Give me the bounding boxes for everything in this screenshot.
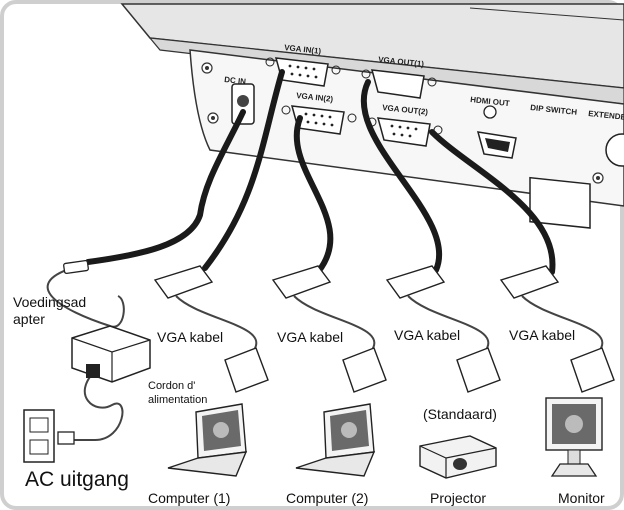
vga-cable-1-upper: [202, 69, 285, 271]
vga-cable-label: VGA kabel: [509, 327, 576, 343]
standard-label: (Standaard): [423, 406, 497, 422]
ac-outlet: [23, 409, 75, 463]
power-adapter-label-line2: apter: [13, 311, 45, 327]
vga-cable-label: VGA kabel: [394, 327, 461, 343]
power-cable: [85, 109, 246, 265]
device-label-monitor: Monitor: [558, 490, 605, 506]
port-label-extender: EXTENDE: [588, 109, 624, 122]
device-label-computer-1: Computer (1): [148, 490, 231, 506]
port-label-hdmi-out: HDMI OUT: [470, 95, 510, 108]
vga-cable-4-upper: [429, 129, 556, 275]
power-cord-label-line2: alimentation: [148, 394, 208, 406]
vga-cable-label: VGA kabel: [277, 329, 344, 345]
dip-switch: [529, 176, 591, 229]
power-adapter-label-line1: Voedingsad: [13, 294, 87, 310]
laptop-2-icon: [295, 403, 376, 477]
port-label-vga-in-2: VGA IN(2): [296, 91, 334, 104]
projector-icon: [419, 435, 497, 479]
extender-port: [605, 133, 624, 167]
vga-out-1-port: [361, 69, 437, 99]
vga-in-2-port: [281, 105, 357, 135]
laptop-1-icon: [167, 403, 248, 477]
vga-cable-assemblies: [153, 265, 615, 393]
port-label-dc-in: DC IN: [224, 75, 247, 86]
vga-out-2-port: [367, 117, 443, 147]
vga-cable-label: VGA kabel: [157, 329, 224, 345]
device-label-computer-2: Computer (2): [286, 490, 369, 506]
power-adapter-brick: [71, 325, 151, 383]
device-label-projector: Projector: [430, 490, 487, 506]
vga-cable-2-upper: [293, 115, 334, 275]
power-wires: [46, 267, 125, 441]
vga-in-1-port: [265, 57, 341, 87]
cables: [85, 69, 556, 275]
port-label-vga-in-1: VGA IN(1): [284, 43, 322, 56]
vga-cable-3-upper: [360, 79, 442, 273]
ac-outlet-label: AC uitgang: [25, 468, 129, 491]
monitor-icon: [545, 397, 603, 477]
power-cord-label-line1: Cordon d': [148, 380, 196, 392]
dc-plug: [63, 259, 89, 275]
device-back-panel: DC IN VGA IN(1) VGA IN(2) VGA OUT(1) VGA…: [120, 3, 624, 229]
